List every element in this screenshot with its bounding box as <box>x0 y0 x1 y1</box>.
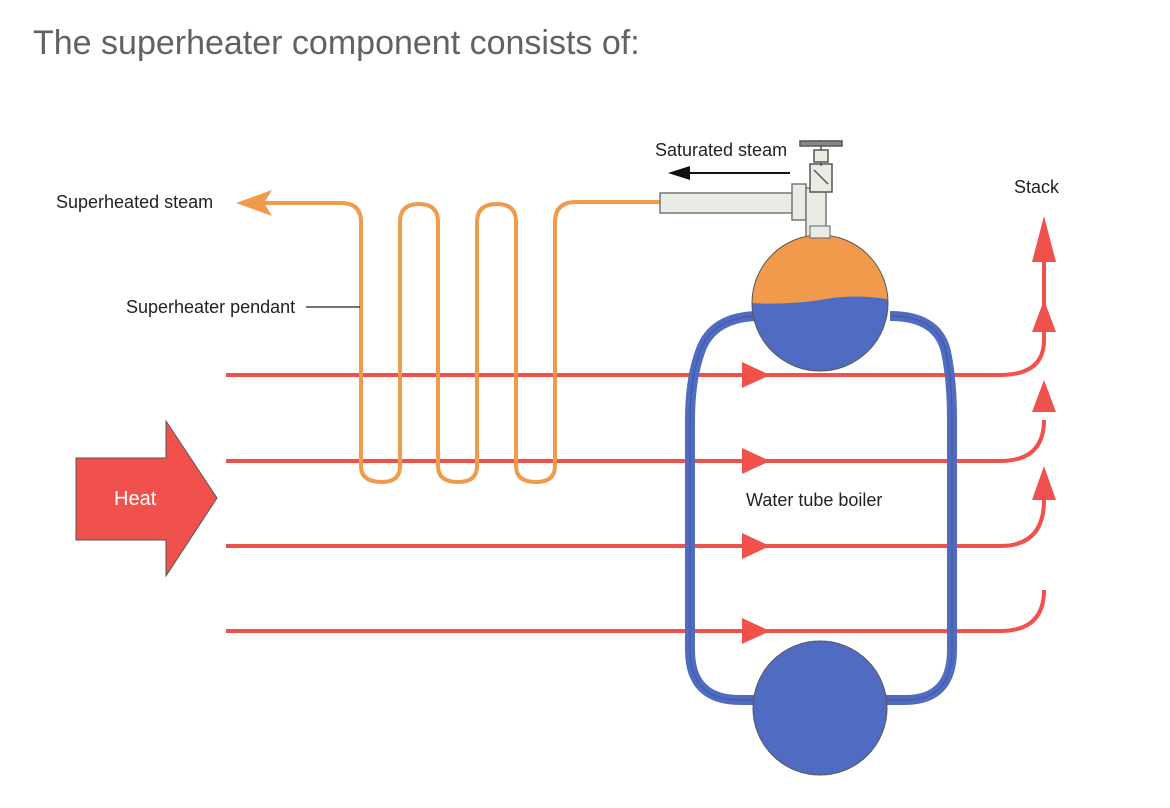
flow-arrowhead <box>742 618 770 644</box>
heat-flow-line-1 <box>226 232 1046 377</box>
mud-drum <box>752 640 888 776</box>
stack-arrowhead <box>1032 300 1056 332</box>
superheater-pendant-label: Superheater pendant <box>126 297 295 317</box>
boiler-circulation-tubes <box>685 311 957 705</box>
heat-flow-line-3 <box>226 499 1046 548</box>
superheated-steam-label: Superheated steam <box>56 192 213 212</box>
valve-icon <box>799 140 843 193</box>
superheated-steam-arrowhead <box>236 190 272 216</box>
flow-arrowhead <box>742 533 770 559</box>
heat-flow-line-2 <box>226 419 1046 463</box>
heat-arrow <box>75 419 218 578</box>
stack-arrowhead <box>1032 466 1056 500</box>
heat-flow-lines <box>226 232 1046 633</box>
stack-label: Stack <box>1014 177 1060 197</box>
stack-arrowhead <box>1032 216 1056 262</box>
steam-drum <box>751 225 889 372</box>
saturated-steam-label: Saturated steam <box>655 140 787 160</box>
heat-flow-arrowheads <box>742 216 1056 644</box>
water-tube-boiler-label: Water tube boiler <box>746 490 882 510</box>
stack-arrowhead <box>1032 380 1056 412</box>
saturated-steam-pipe <box>659 183 827 239</box>
superheater-pendant-tube <box>262 200 660 485</box>
flow-arrowhead <box>742 448 770 474</box>
heat-label: Heat <box>114 488 157 510</box>
heat-flow-line-4 <box>226 589 1046 633</box>
page-heading: The superheater component consists of: <box>33 24 640 62</box>
flow-arrowhead <box>742 362 770 388</box>
saturated-steam-arrow <box>668 166 790 180</box>
